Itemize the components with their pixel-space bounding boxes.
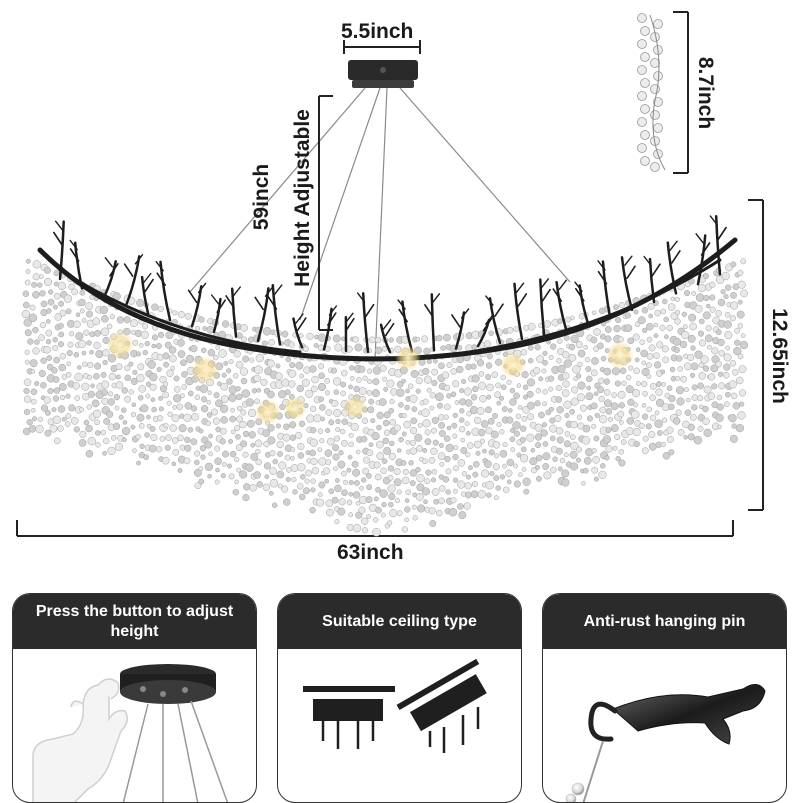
panel-title: Anti-rust hanging pin (543, 594, 786, 649)
ceiling-canopy (348, 60, 418, 88)
height-bracket (748, 199, 764, 511)
suspension-cables (189, 87, 571, 361)
crystal-curtain (21, 258, 749, 537)
ceiling-type-illustration (303, 658, 487, 753)
feature-panel-adjust-height: Press the button to adjust height (12, 593, 257, 803)
panel-title: Suitable ceiling type (278, 594, 521, 649)
branch-frame (37, 215, 738, 362)
flat-ceiling-icon (303, 686, 395, 749)
fixture-width-label: 63inch (337, 541, 404, 564)
drop-length-bracket (318, 95, 333, 331)
chandelier-diagram (16, 11, 764, 537)
drop-length-label: 59inch (250, 163, 273, 231)
strand-length-bracket (673, 11, 689, 174)
strand-length-label: 8.7inch (694, 56, 717, 130)
feature-panel-ceiling-type: Suitable ceiling type (277, 593, 522, 803)
canopy-width-label: 5.5inch (341, 20, 414, 43)
feature-panel-hanging-pin: Anti-rust hanging pin (542, 593, 787, 803)
sloped-ceiling-icon (396, 658, 487, 732)
light-bulbs (106, 331, 634, 425)
crystal-strand-sample (637, 13, 666, 172)
hanging-pin-illustration (565, 684, 766, 802)
gloved-hand (32, 678, 128, 802)
canopy-width-bracket (343, 40, 421, 54)
panel-title: Press the button to adjust height (13, 594, 256, 649)
adjust-height-illustration (32, 664, 229, 802)
fixture-height-label: 12.65inch (768, 308, 791, 404)
height-adjustable-label: Height Adjustable (291, 109, 314, 287)
